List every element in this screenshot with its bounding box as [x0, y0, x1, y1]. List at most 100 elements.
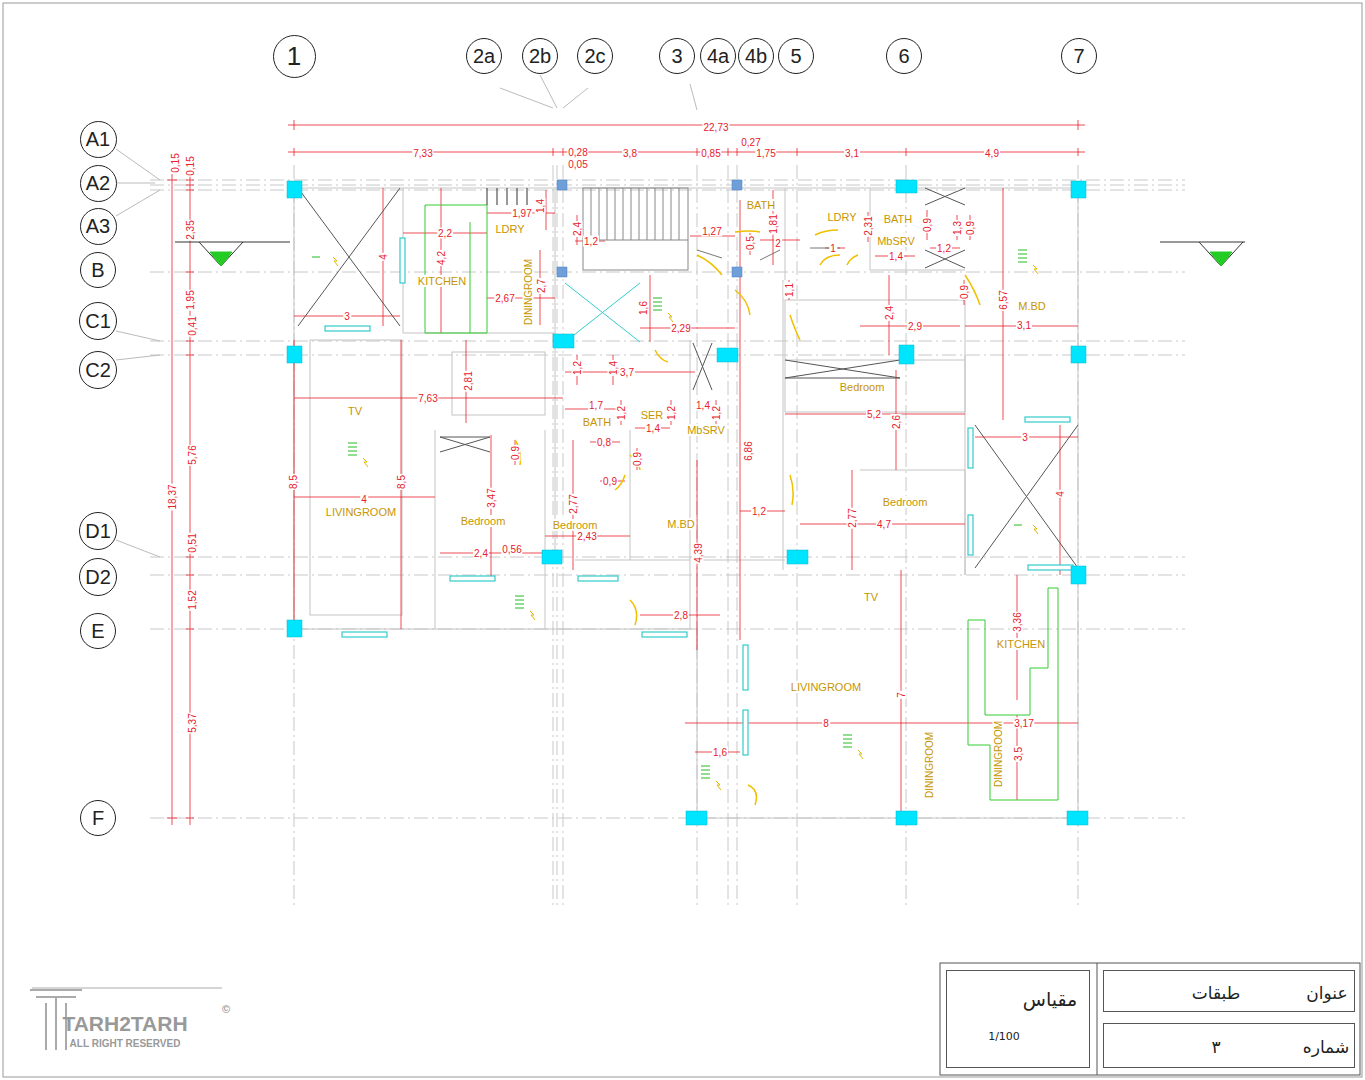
dimension-value: 1,2: [711, 405, 722, 421]
stair: [583, 188, 688, 270]
grid-bubble: C1: [79, 302, 117, 340]
dimension-value: 3,47: [486, 487, 497, 508]
dimension-value: 1,97: [511, 208, 532, 219]
dimension-value: 0,15: [185, 155, 196, 176]
room-name: MbSRV: [876, 235, 916, 247]
title-text: ۳: [1211, 1037, 1220, 1057]
column: [1071, 181, 1086, 198]
wall-line: [294, 188, 1078, 818]
dimension-value: 2,31: [863, 215, 874, 236]
dimension-value: 0,41: [187, 315, 198, 336]
window: [968, 515, 973, 555]
grid-bubble: C2: [79, 351, 117, 389]
grid-label: 2b: [529, 45, 551, 68]
dimension-value: 7,33: [412, 148, 433, 159]
dimension-value: 0,5: [745, 235, 756, 251]
grid-label: B: [91, 259, 104, 282]
watermark-logo: [30, 988, 222, 1050]
watermark-text: TARH2TARH: [61, 1012, 188, 1035]
window: [1028, 565, 1073, 570]
dimension-value: 8,5: [288, 474, 299, 490]
room-name: KITCHEN: [996, 638, 1046, 650]
column: [287, 180, 1088, 825]
dimension-value: 0,9: [959, 284, 970, 300]
bubble-leader: [116, 75, 697, 557]
column: [787, 550, 808, 564]
dimension-value: 1,1: [784, 282, 795, 298]
dimension-value: 1,2: [616, 405, 627, 421]
grid-bubble: 2b: [522, 38, 558, 74]
small-column: [732, 180, 742, 190]
door-leaf: [697, 248, 840, 260]
wall-line: [310, 340, 402, 615]
room-name: DININGROOM: [993, 720, 1004, 788]
grid-label: A2: [86, 172, 110, 195]
dimension-value: 1,2: [572, 360, 583, 376]
grid-bubble: 3: [659, 38, 695, 74]
room-name: M.BD: [666, 518, 696, 530]
dimension-line: [294, 188, 1078, 818]
dimension-value: 0,27: [740, 137, 761, 148]
dimension-value: 18,37: [167, 483, 178, 510]
grid-bubble: 1: [273, 35, 316, 78]
dimension-value: 2,29: [670, 323, 691, 334]
dimension-value: 0,28: [567, 147, 588, 158]
stair: [487, 188, 688, 270]
column: [1067, 811, 1088, 825]
dimension-value: 2,8: [673, 610, 689, 621]
title-text: مقیاس: [1023, 988, 1078, 1010]
dimension-value: 2,4: [572, 221, 583, 237]
grid-bubble: A3: [80, 208, 117, 245]
room-name: Bedroom: [552, 519, 599, 531]
dimension-value: 1,6: [638, 300, 649, 316]
dimension-value: 2,9: [907, 321, 923, 332]
door-swing: [515, 230, 980, 805]
stair-void: [565, 283, 640, 342]
kitchen-counter: [425, 205, 1058, 800]
dimension-value: 2,77: [568, 493, 579, 514]
grid-bubble: 6: [886, 38, 922, 74]
dimension-value: 8: [822, 718, 830, 729]
dimension-value: 0,9: [922, 217, 933, 233]
window: [325, 238, 1073, 755]
grid-label: 6: [898, 45, 909, 68]
dimension-value: 4: [1055, 490, 1066, 498]
grid-line: [150, 165, 1185, 905]
grid-bubble: 2c: [577, 38, 613, 74]
title-text: شماره: [1303, 1037, 1349, 1057]
title-cell: شماره ۳: [1103, 1023, 1355, 1068]
dimension-value: 3,5: [1013, 746, 1024, 762]
wall-line: [294, 188, 1078, 818]
window: [1025, 417, 1070, 422]
dimension-value: 2,4: [473, 548, 489, 559]
column: [1071, 566, 1086, 584]
grid-label: A3: [86, 215, 110, 238]
dimension-value: 6,86: [743, 440, 754, 461]
dimension-value: 1,4: [888, 251, 904, 262]
dimension-value: 3,17: [1013, 718, 1034, 729]
dimension-value: 1: [829, 243, 837, 254]
dimension-value: 1,81: [768, 213, 779, 234]
grid-line: [150, 165, 1185, 905]
dimension-value: 2,2: [437, 228, 453, 239]
dimension-value: 6,57: [998, 289, 1009, 310]
dimension-value: 1,2: [751, 506, 767, 517]
window: [400, 238, 405, 283]
dimension-value: 0,56: [501, 544, 522, 555]
room-name: SER: [640, 409, 665, 421]
dimension-value: 1,2: [936, 243, 952, 254]
title-cell: عنوانطبقات: [1103, 970, 1355, 1012]
dimension-value: 7,63: [417, 393, 438, 404]
room-name: TV: [347, 405, 363, 417]
grid-bubble: D1: [79, 512, 117, 550]
column: [717, 348, 738, 362]
level-tag: [333, 257, 1038, 790]
room-name: M.BD: [1017, 300, 1047, 312]
grid-label: 2c: [584, 45, 605, 68]
room-name: LDRY: [826, 211, 857, 223]
title-cell: مقیاس1/100: [946, 970, 1090, 1068]
dimension-value: 3,7: [619, 367, 635, 378]
